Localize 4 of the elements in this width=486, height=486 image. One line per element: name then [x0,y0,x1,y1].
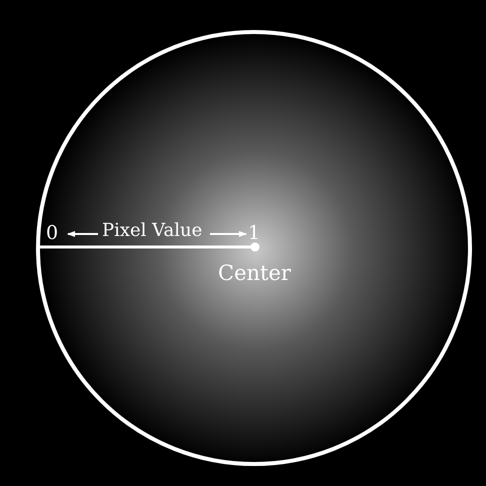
scale-label: 0 [46,222,58,244]
point-label: Center [218,262,291,284]
axis-label: Pixel Value [102,220,202,242]
scale-label: 1 [248,222,260,244]
